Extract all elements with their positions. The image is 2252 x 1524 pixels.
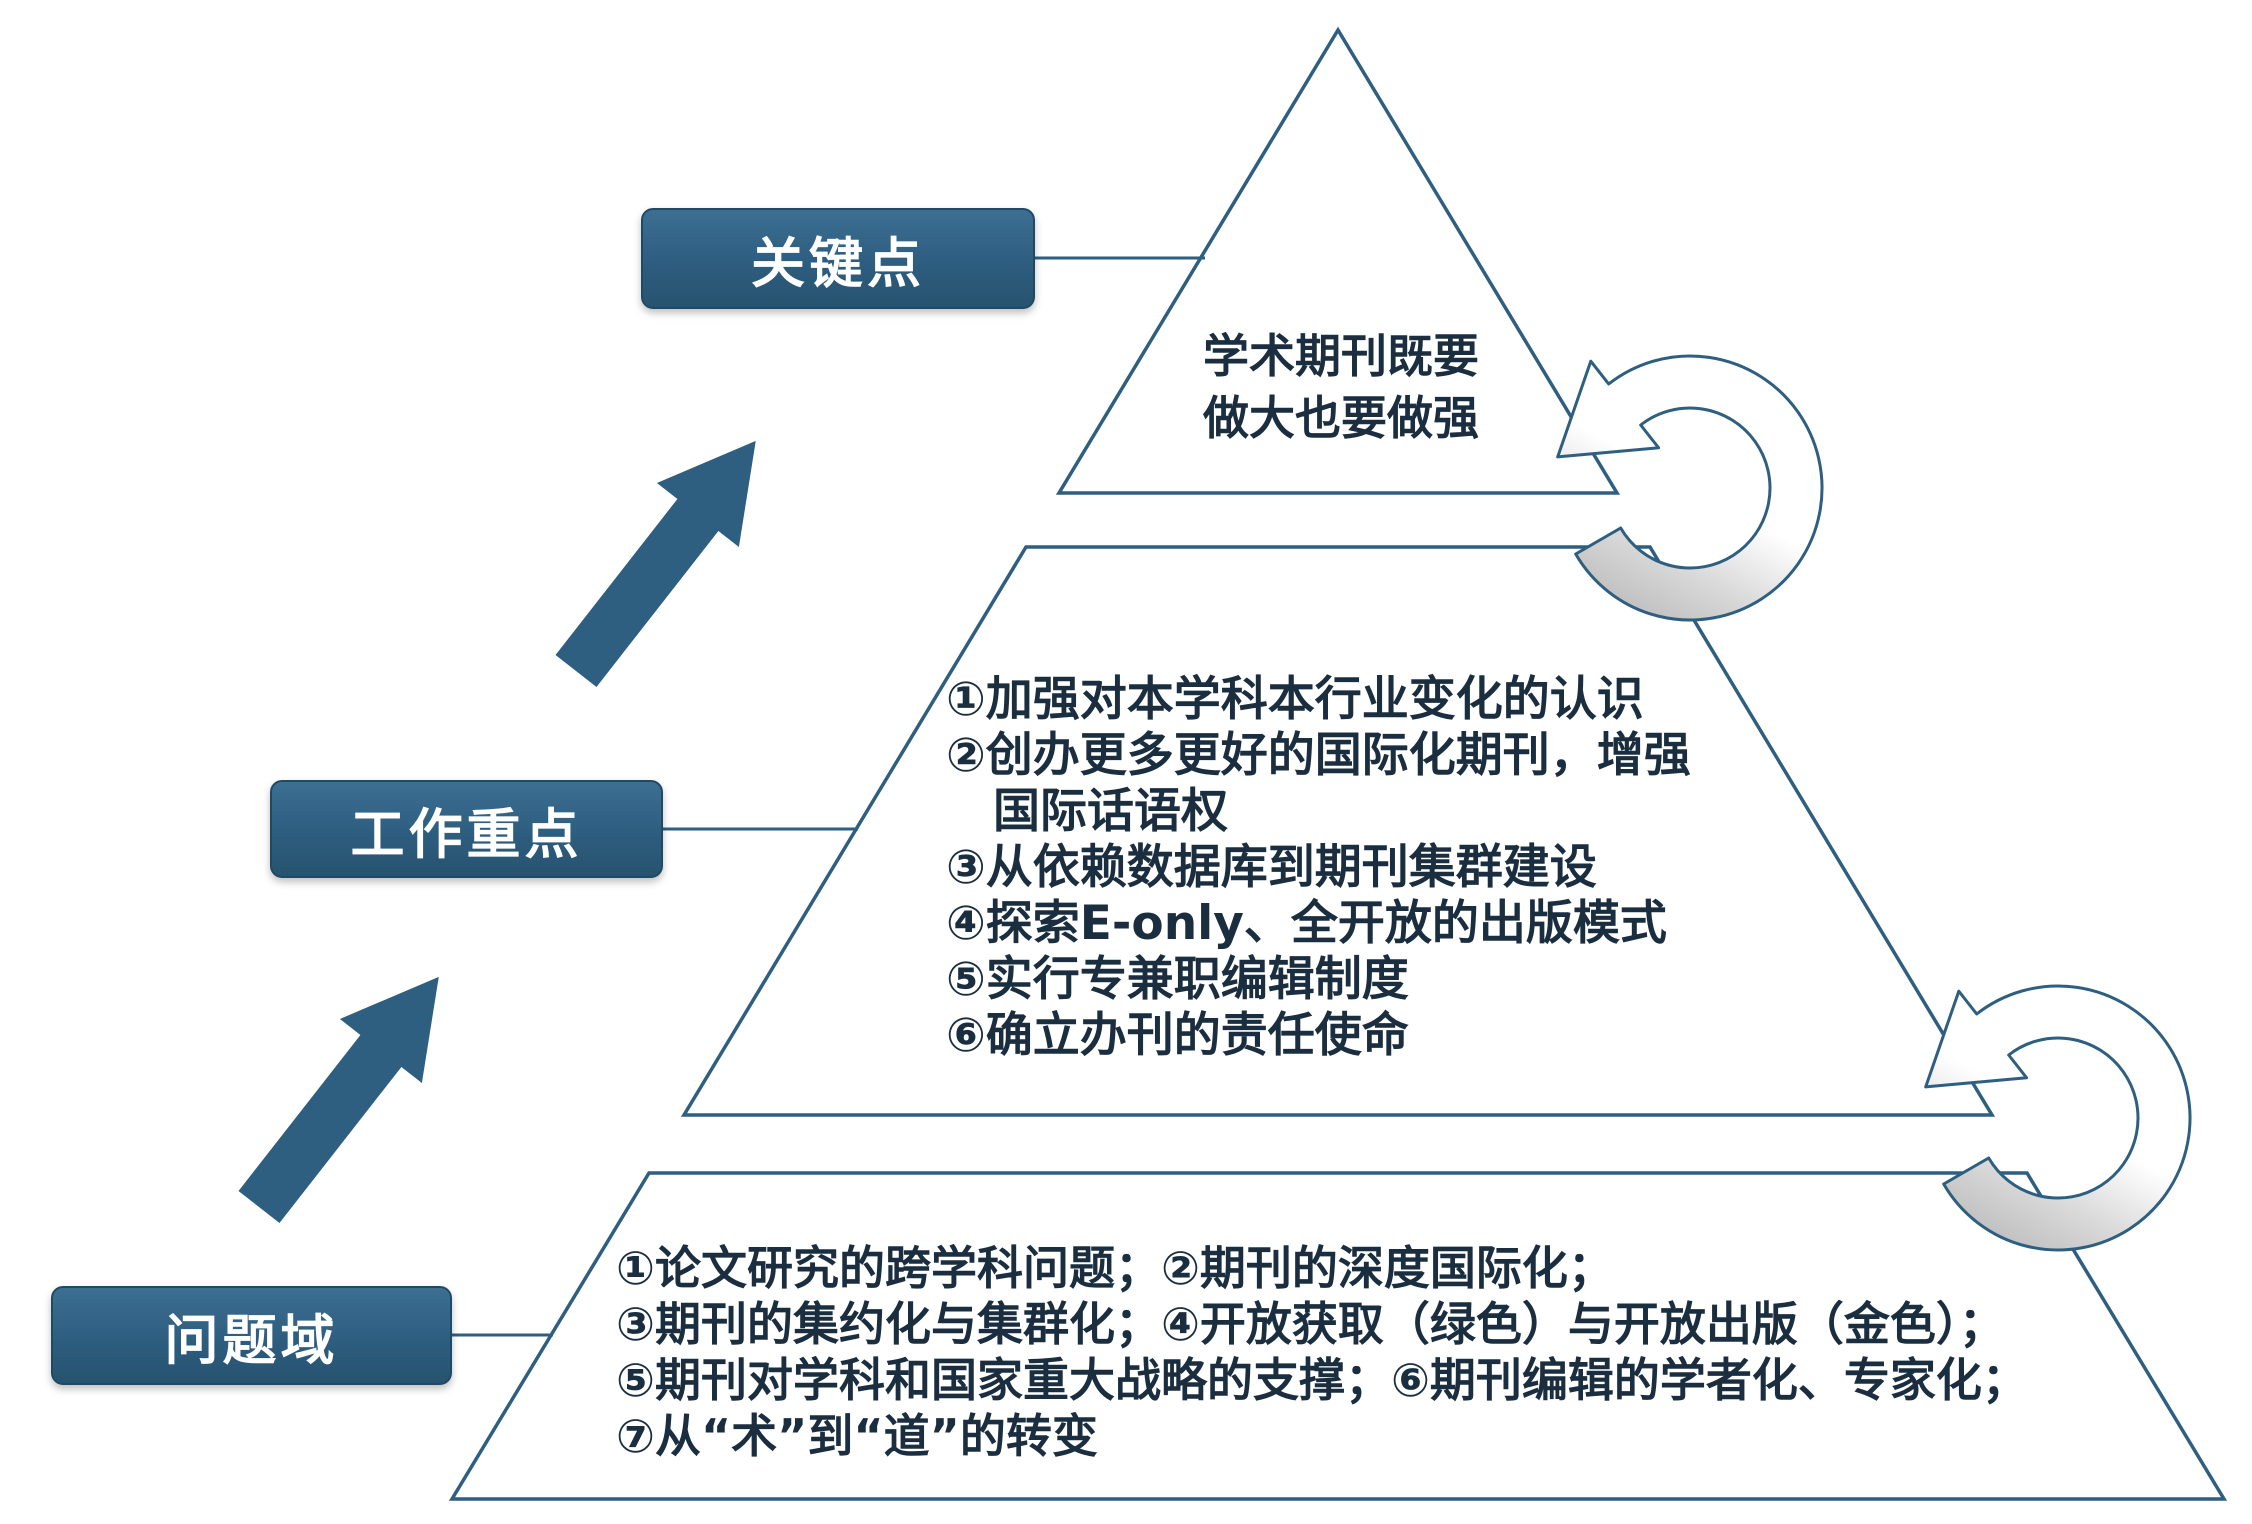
tier-bottom-line: ③期刊的集约化与集群化；④开放获取（绿色）与开放出版（金色）； [616,1297,2005,1351]
tier-middle-line: ①加强对本学科本行业变化的认识 [946,672,1644,727]
tier-top-line: 学术期刊既要 [1203,329,1479,383]
tier-bottom-line: ①论文研究的跨学科问题；②期刊的深度国际化； [616,1241,1614,1295]
pyramid-tier-top [1055,26,1621,495]
tier-bottom-line: ⑤期刊对学科和国家重大战略的支撑；⑥期刊编辑的学者化、专家化； [616,1353,2028,1407]
tier-middle-line: ⑤实行专兼职编辑制度 [946,952,1409,1007]
curved-cycle-arrow-lower [1924,984,2192,1252]
curved-cycle-arrow-upper [1556,354,1824,622]
tier-middle-line: ⑥确立办刊的责任使命 [946,1008,1409,1063]
tier-middle-line: 国际话语权 [946,784,1228,839]
tier-middle-text: ①加强对本学科本行业变化的认识 ②创办更多更好的国际化期刊，增强 国际话语权 ③… [946,672,1691,1064]
tier-middle-line: ④探索E-only、全开放的出版模式 [946,896,1667,951]
label-key-point: 关键点 [641,208,1035,309]
up-arrow-lower [238,976,439,1224]
tier-middle-line: ②创办更多更好的国际化期刊，增强 [946,728,1691,783]
tier-bottom-text: ①论文研究的跨学科问题；②期刊的深度国际化； ③期刊的集约化与集群化；④开放获取… [616,1240,2028,1464]
label-problem-domain: 问题域 [51,1286,452,1385]
tier-bottom-line: ⑦从“术”到“道”的转变 [616,1409,1098,1463]
pyramid-tier-bottom [448,1171,2228,1501]
tier-top-text: 学术期刊既要 做大也要做强 [1121,325,1561,449]
tier-top-line: 做大也要做强 [1203,391,1479,445]
up-arrow-upper [555,440,756,688]
label-work-focus: 工作重点 [270,780,663,878]
tier-middle-line: ③从依赖数据库到期刊集群建设 [946,840,1597,895]
pyramid-tier-middle [680,545,1996,1117]
